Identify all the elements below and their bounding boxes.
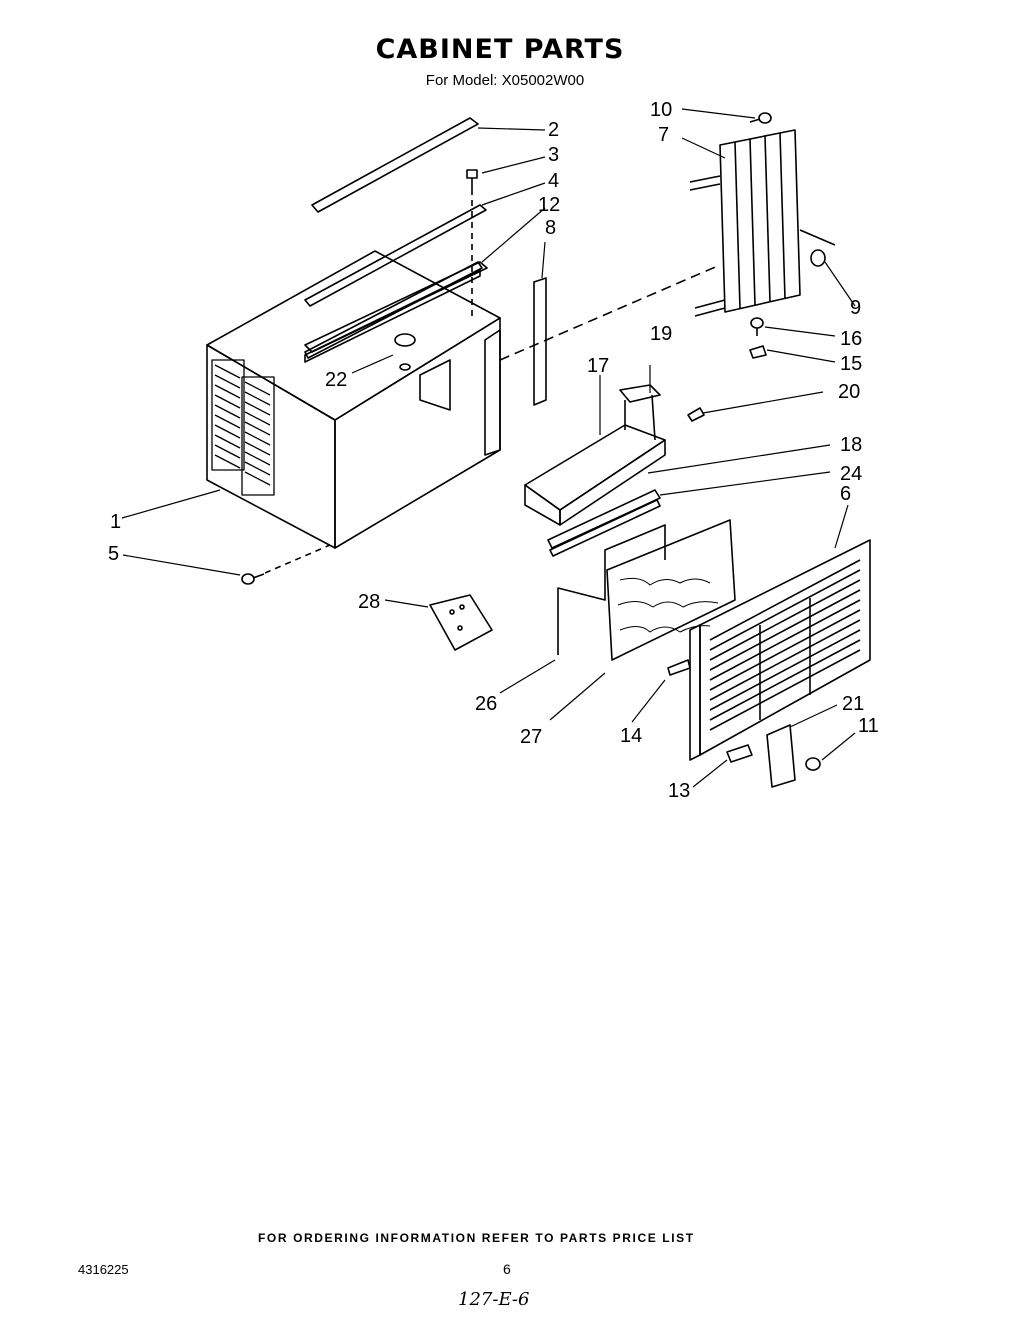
handwritten-code: 127-E-6: [458, 1289, 530, 1310]
bracket-8-drawing: [533, 277, 547, 406]
block-13-drawing: [726, 744, 753, 763]
callout-26: 26: [475, 693, 497, 715]
callout-24: 24: [840, 463, 862, 485]
bracket-21-drawing: [766, 724, 796, 788]
callout-1: 1: [110, 511, 121, 533]
page-number: 6: [503, 1261, 511, 1277]
screw-16-drawing: [750, 317, 764, 336]
ordering-note: FOR ORDERING INFORMATION REFER TO PARTS …: [258, 1231, 695, 1245]
grille-6-drawing: [689, 539, 871, 761]
wire-26-drawing: [557, 524, 666, 655]
label-28-drawing: [429, 594, 493, 651]
callout-3: 3: [548, 144, 559, 166]
strip-24-drawing: [547, 489, 661, 549]
screw-11-drawing: [805, 757, 821, 771]
callout-5: 5: [108, 543, 119, 565]
coil-7-drawing: [689, 129, 801, 317]
screw-10-drawing: [749, 112, 772, 124]
filter-27-drawing: [606, 519, 736, 661]
callout-18: 18: [840, 434, 862, 456]
callout-4: 4: [548, 170, 559, 192]
clip-20-drawing: [687, 407, 705, 422]
screw-3-drawing: [466, 169, 478, 195]
callout-20: 20: [838, 381, 860, 403]
callout-12: 12: [538, 194, 560, 216]
callout-7: 7: [658, 124, 669, 146]
rail-2-drawing: [311, 117, 479, 213]
block-14-drawing: [667, 659, 691, 676]
screw-5-drawing: [241, 573, 265, 585]
callout-11: 11: [858, 715, 879, 737]
clip-15-drawing: [749, 345, 767, 359]
callout-17: 17: [587, 355, 609, 377]
plug-22-drawing: [394, 333, 416, 371]
callout-22: 22: [325, 369, 347, 391]
page-title: CABINET PARTS: [375, 34, 625, 65]
callout-15: 15: [840, 353, 862, 375]
callout-21: 21: [842, 693, 864, 715]
rail-4-drawing: [304, 204, 487, 307]
callout-8: 8: [545, 217, 556, 239]
callout-16: 16: [840, 328, 862, 350]
cabinet-drawing: [206, 250, 501, 549]
callout-27: 27: [520, 726, 542, 748]
callout-14: 14: [620, 725, 642, 747]
strip-24b-drawing: [549, 499, 661, 557]
rail-12-drawing: [304, 261, 483, 359]
control-assembly-drawing: [524, 384, 666, 526]
part-9-drawing: [799, 229, 836, 267]
callout-28: 28: [358, 591, 380, 613]
document-number: 4316225: [78, 1262, 129, 1277]
callout-19: 19: [650, 323, 672, 345]
callout-13: 13: [668, 780, 690, 802]
model-subtitle: For Model: X05002W00: [425, 72, 585, 89]
callout-9: 9: [850, 297, 861, 319]
callout-6: 6: [840, 483, 851, 505]
callout-2: 2: [548, 119, 559, 141]
callout-10: 10: [650, 99, 672, 121]
leader-lines: [121, 108, 856, 788]
